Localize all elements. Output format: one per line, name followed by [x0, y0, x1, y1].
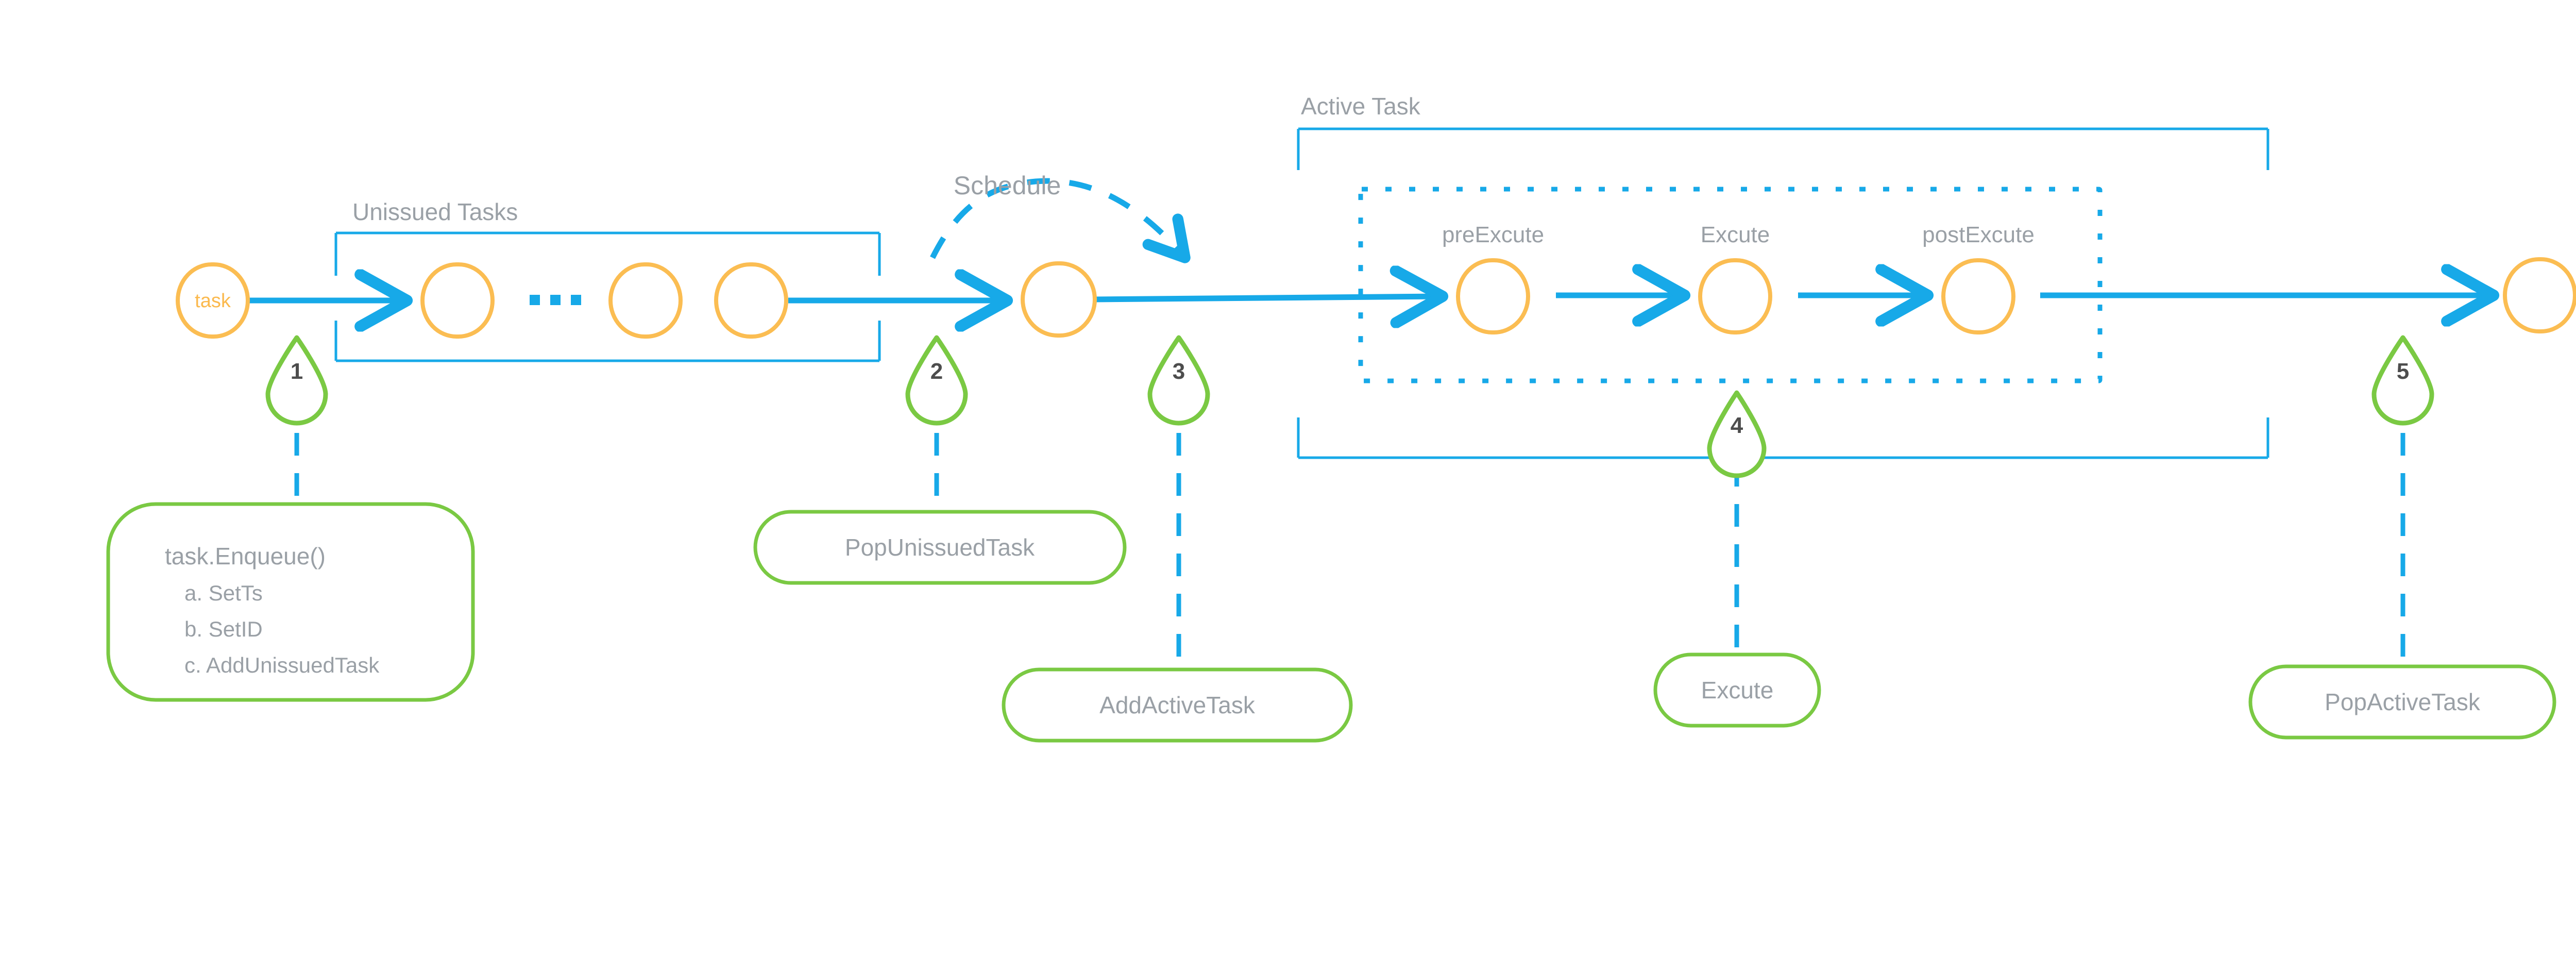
flow-segment-to-pre-excute [1092, 296, 1443, 299]
bracket-unissued-bottom [334, 321, 881, 362]
node-unissued-3-shape [714, 262, 788, 339]
schedule-arc-path [930, 178, 1191, 263]
phase-label-excute: Excute [1701, 222, 1770, 247]
step-marker-5-shape [2371, 335, 2434, 426]
callout-pop-active[interactable]: PopActiveTask [2248, 664, 2556, 740]
node-pre-excute[interactable]: preExcute [1442, 222, 1544, 334]
step-marker-1[interactable]: 1 [265, 335, 328, 426]
node-unissued-1-shape [420, 262, 495, 339]
group-bracket-unissued-tasks [334, 231, 881, 362]
node-excute-shape [1698, 258, 1772, 334]
callout-enqueue-title: task.Enqueue() [165, 543, 326, 570]
step-marker-1-number: 1 [291, 359, 303, 384]
queue-ellipsis-icon [530, 295, 581, 305]
callout-enqueue-step-a: a. SetTs [184, 581, 263, 605]
node-pre-excute-shape [1456, 258, 1530, 334]
step-marker-3-shape [1147, 335, 1210, 426]
node-done[interactable] [2503, 257, 2576, 333]
callout-pop-active-title: PopActiveTask [2325, 689, 2481, 715]
step-marker-4-number: 4 [1731, 413, 1743, 438]
callout-add-active[interactable]: AddActiveTask [1002, 667, 1353, 743]
step-marker-3-number: 3 [1173, 359, 1185, 384]
node-scheduled-task-shape [1021, 261, 1097, 338]
group-label-active-task: Active Task [1301, 93, 1421, 120]
step-marker-2-shape [905, 335, 968, 426]
main-flow-line [241, 295, 2494, 300]
step-marker-5-number: 5 [2397, 359, 2409, 384]
node-post-excute-shape [1941, 258, 2015, 334]
bracket-active-bottom [1297, 417, 2269, 459]
node-excute[interactable]: Excute [1698, 222, 1772, 334]
callout-excute[interactable]: Excute [1653, 652, 1821, 728]
node-unissued-3[interactable] [714, 262, 788, 339]
node-scheduled-task[interactable] [1021, 261, 1097, 338]
callout-excute-shape [1653, 652, 1821, 728]
schedule-label: Schedule [954, 171, 1061, 200]
callout-enqueue[interactable]: task.Enqueue() a. SetTs b. SetID c. AddU… [106, 502, 475, 702]
callout-add-active-title: AddActiveTask [1099, 692, 1256, 718]
schedule-arc [930, 178, 1191, 263]
callout-pop-unissued-title: PopUnissuedTask [845, 534, 1035, 561]
node-post-excute[interactable]: postExcute [1922, 222, 2035, 334]
bracket-unissued-top [334, 231, 881, 276]
callout-add-active-shape [1002, 667, 1353, 743]
callout-enqueue-step-b: b. SetID [184, 617, 263, 641]
step-marker-2[interactable]: 2 [905, 335, 968, 426]
node-task-start[interactable]: task [176, 262, 250, 339]
step-marker-2-number: 2 [930, 359, 943, 384]
group-bracket-active-task [1297, 127, 2269, 459]
callout-pop-unissued[interactable]: PopUnissuedTask [753, 510, 1127, 585]
node-unissued-1[interactable] [420, 262, 495, 339]
bracket-active-top [1297, 127, 2269, 170]
callout-pop-active-shape [2248, 664, 2556, 740]
node-task-shape [176, 262, 250, 339]
execution-phase-dotted-box [1358, 187, 2103, 383]
node-unissued-2[interactable] [608, 262, 683, 339]
phase-label-post-excute: postExcute [1922, 222, 2035, 247]
node-unissued-2-shape [608, 262, 683, 339]
node-done-shape [2503, 257, 2576, 333]
callout-connectors [294, 393, 2405, 670]
callout-pop-unissued-shape [753, 510, 1127, 585]
callout-excute-title: Excute [1701, 677, 1774, 704]
step-marker-1-shape [265, 335, 328, 426]
phase-label-pre-excute: preExcute [1442, 222, 1544, 247]
node-task-label: task [195, 290, 231, 312]
step-marker-3[interactable]: 3 [1147, 335, 1210, 426]
callout-enqueue-step-c: c. AddUnissuedTask [184, 653, 380, 677]
group-label-unissued-tasks: Unissued Tasks [352, 198, 518, 225]
callout-enqueue-shape [106, 502, 475, 702]
step-marker-5[interactable]: 5 [2371, 335, 2434, 426]
step-marker-4-shape [1707, 390, 1767, 478]
step-marker-4[interactable]: 4 [1707, 390, 1767, 478]
